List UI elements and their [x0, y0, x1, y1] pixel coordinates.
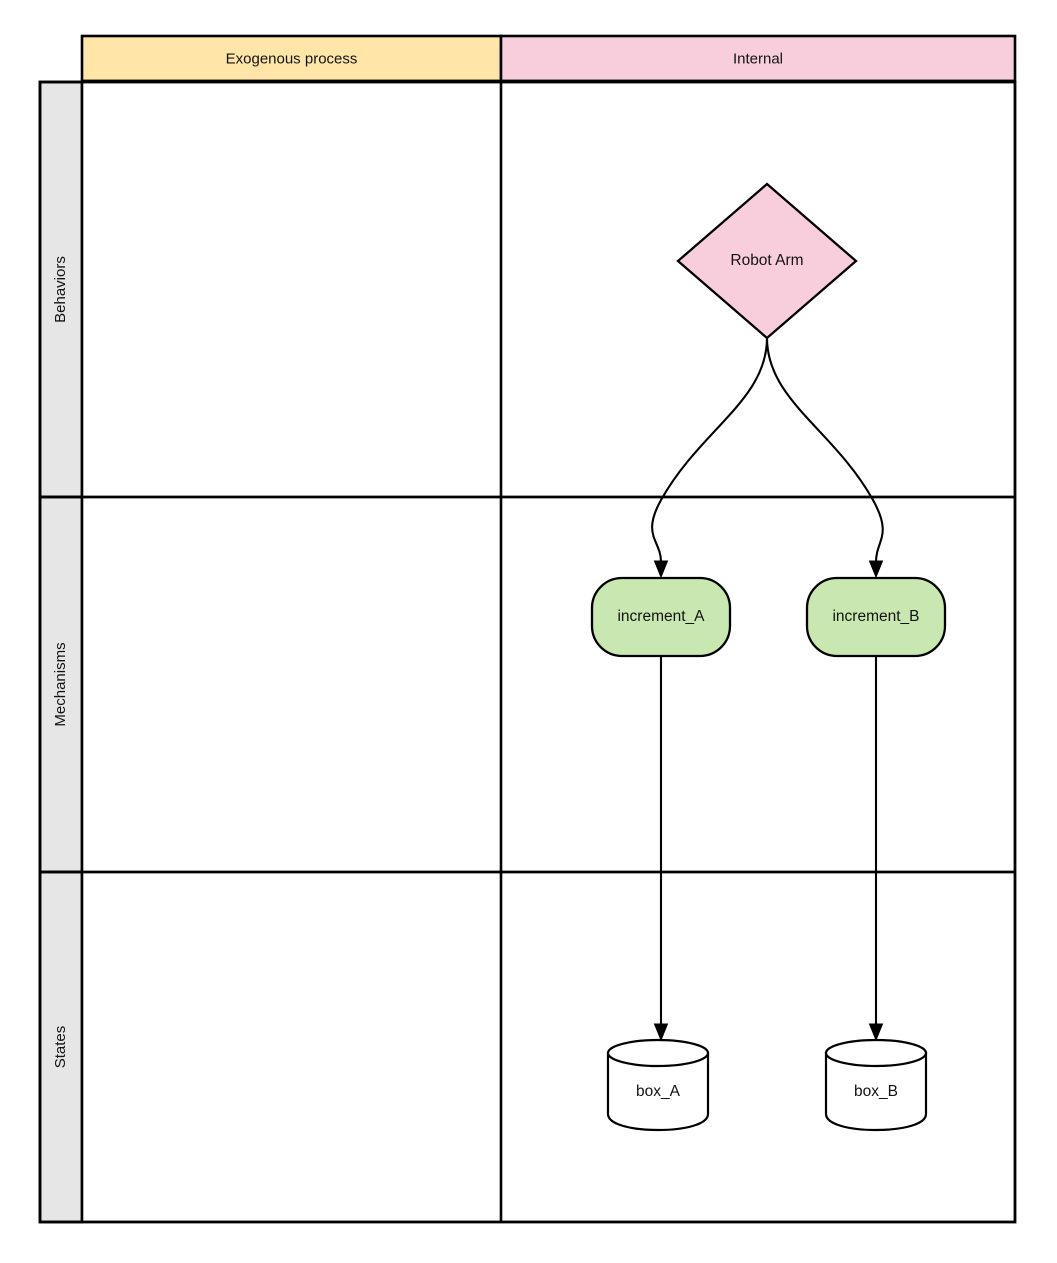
increment-a-shape[interactable]	[590, 576, 732, 658]
node-robot-arm[interactable]: Robot Arm	[676, 182, 858, 340]
box-a-cylinder-top	[606, 1038, 710, 1068]
row-header-states-label: States	[52, 1026, 69, 1069]
row-header-mechanisms-label: Mechanisms	[52, 642, 69, 726]
column-header-internal-label: Internal	[733, 50, 783, 67]
edge-increment-b-to-box-b-arrowhead	[868, 1023, 884, 1042]
cell-states-exogenous	[82, 872, 501, 1222]
increment-b-shape[interactable]	[805, 576, 947, 658]
box-b-cylinder-top	[824, 1038, 928, 1068]
increment-a-label: increment_A	[617, 608, 705, 625]
box-b-label: box_B	[854, 1083, 898, 1100]
row-header-behaviors-label: Behaviors	[52, 256, 69, 323]
edge-robot-arm-to-increment-b	[765, 337, 884, 563]
robot-arm-diamond-shape[interactable]	[676, 182, 858, 340]
column-header-exogenous-label: Exogenous process	[226, 50, 358, 67]
column-header-internal[interactable]	[499, 34, 1017, 83]
grid-lines	[38, 79, 1017, 1224]
node-box-b[interactable]: box_B	[824, 1038, 928, 1132]
edge-robot-arm-to-increment-b-arrowhead	[868, 560, 884, 579]
edges	[651, 337, 884, 1042]
node-box-a[interactable]: box_A	[606, 1038, 710, 1132]
box-b-cylinder-body[interactable]	[824, 1051, 928, 1132]
node-increment-a[interactable]: increment_A	[590, 576, 732, 658]
box-a-cylinder-body[interactable]	[606, 1051, 710, 1132]
robot-arm-label: Robot Arm	[730, 252, 803, 269]
cell-states-internal	[501, 872, 1015, 1222]
edge-increment-a-to-box-a-arrowhead	[653, 1023, 669, 1042]
box-a-label: box_A	[636, 1083, 681, 1100]
cell-behaviors-exogenous	[82, 82, 501, 497]
row-headers: Behaviors Mechanisms States	[38, 80, 84, 1224]
edge-robot-arm-to-increment-a-arrowhead	[653, 560, 669, 579]
column-headers: Exogenous process Internal	[80, 34, 1017, 83]
increment-b-label: increment_B	[832, 608, 919, 625]
cell-mechanisms-exogenous	[82, 497, 501, 872]
column-header-exogenous[interactable]	[80, 34, 503, 83]
edge-robot-arm-to-increment-a	[651, 337, 769, 563]
cell-mechanisms-internal	[501, 497, 1015, 872]
node-increment-b[interactable]: increment_B	[805, 576, 947, 658]
